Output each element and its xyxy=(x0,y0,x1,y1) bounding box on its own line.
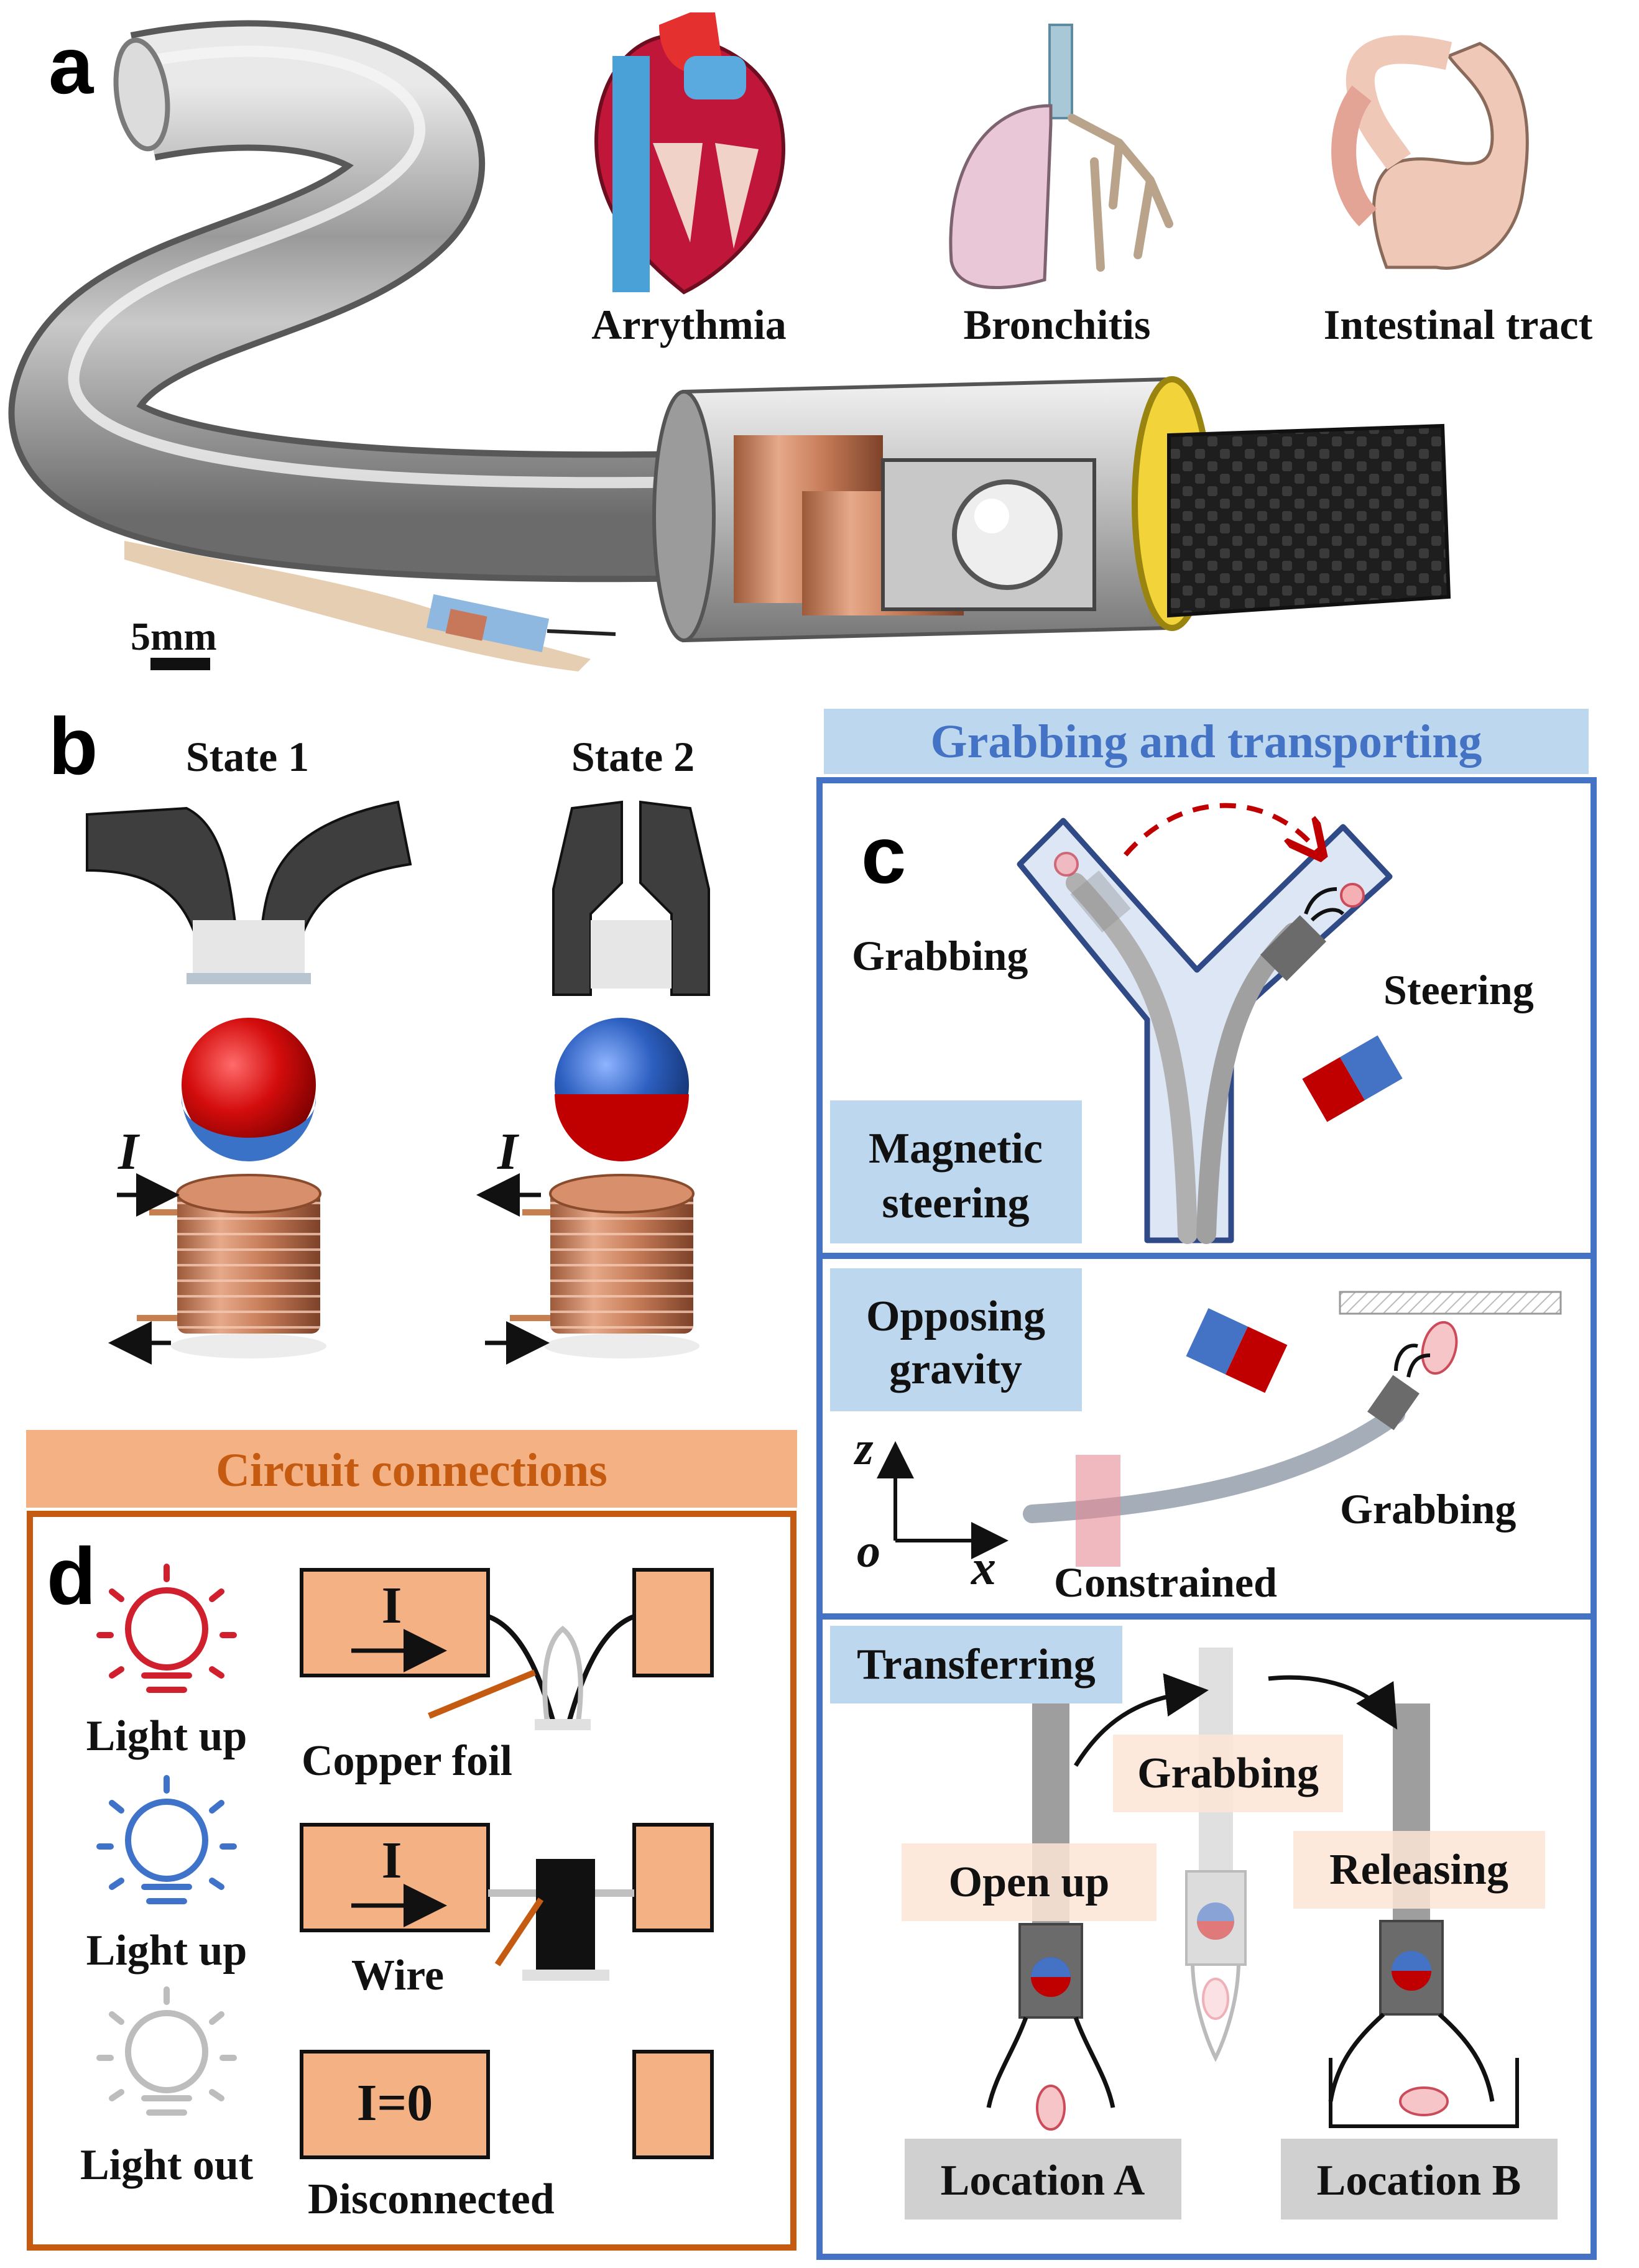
gravity-grabbing-label: Grabbing xyxy=(1340,1485,1516,1533)
axis-o-label: o xyxy=(857,1525,880,1577)
constraint-marker xyxy=(1076,1455,1120,1567)
current-label-row1: I xyxy=(382,1577,402,1634)
component-label-row1: Copper foil xyxy=(302,1737,512,1785)
catheter-tube xyxy=(8,20,698,583)
panel-d: Circuit connections d Light up I Copper … xyxy=(26,1430,797,2251)
wire-lead xyxy=(494,1897,544,1966)
organ-label-arrythmia: Arrythmia xyxy=(591,301,786,348)
magnet-sphere-state1 xyxy=(182,1018,316,1161)
axis-x-label: x xyxy=(971,1541,996,1595)
ceiling-plate xyxy=(1339,1291,1562,1315)
device-photo xyxy=(124,541,616,671)
steer-steering-label: Steering xyxy=(1383,966,1534,1013)
magnetic-sphere-a xyxy=(952,479,1063,590)
wire-block xyxy=(536,1859,595,1971)
panel-c-header-text: Grabbing and transporting xyxy=(931,716,1482,768)
bulb-grey-icon xyxy=(96,1986,237,2116)
coil-state1 xyxy=(137,1174,326,1358)
opposing-gravity-line1: Opposing xyxy=(866,1293,1045,1340)
panel-label-d: d xyxy=(47,1531,96,1621)
gripper-closed xyxy=(552,800,710,996)
bulb-red-icon xyxy=(96,1564,237,1693)
current-label-state2: I xyxy=(497,1123,520,1181)
organ-label-intestinal-tract: Intestinal tract xyxy=(1324,301,1593,348)
opposing-gravity-line2: gravity xyxy=(889,1345,1022,1393)
bulb-label-row3: Light out xyxy=(80,2141,253,2189)
location-a-box xyxy=(905,2139,1181,2220)
transfer-grabbing-label: Grabbing xyxy=(1137,1749,1319,1797)
panel-a: a 5m xyxy=(0,0,1639,684)
state2-label: State 2 xyxy=(571,733,695,780)
organ-label-bronchitis: Bronchitis xyxy=(963,301,1150,348)
transferring-tag xyxy=(830,1626,1122,1703)
magnetic-steering-tag xyxy=(830,1100,1082,1243)
axis-z-label: z xyxy=(853,1422,874,1475)
heart-icon xyxy=(594,12,786,295)
panel-c-header xyxy=(824,709,1589,774)
opposing-gravity-tag xyxy=(830,1268,1082,1411)
current-label-state1: I xyxy=(118,1123,141,1181)
fabric-gripper-arms xyxy=(1167,423,1451,618)
panel-d-header xyxy=(26,1430,797,1508)
steer-grabbing-label: Grabbing xyxy=(852,932,1028,979)
bulb-label-row1: Light up xyxy=(86,1712,247,1760)
panel-c: Grabbing and transporting c Grabbing Ste… xyxy=(816,709,1597,2260)
steering-box: c Grabbing Steering Magnetic steering xyxy=(816,777,1597,1259)
gravity-box: Opposing gravity z o x Grabbing Constrai… xyxy=(816,1253,1597,1620)
location-b-box xyxy=(1281,2139,1558,2220)
gripper-capsule xyxy=(652,376,1451,643)
scale-bar-label: 5mm xyxy=(131,614,217,658)
coil-state2 xyxy=(510,1174,699,1358)
panel-label-c: c xyxy=(861,809,906,900)
current-label-row2: I xyxy=(382,1832,402,1889)
current-label-row3: I=0 xyxy=(357,2074,433,2132)
magnet-block-2 xyxy=(1186,1308,1288,1393)
magnet-sphere-state2 xyxy=(555,1018,689,1161)
panel-label-b: b xyxy=(48,701,98,791)
component-label-row2: Wire xyxy=(351,1952,444,1999)
transfer-box: Transferring xyxy=(816,1613,1597,2260)
magnetic-steering-line1: Magnetic xyxy=(869,1125,1043,1173)
panel-b: b State 1 State 2 xyxy=(48,701,710,1365)
location-b-label: Location B xyxy=(1317,2157,1521,2205)
copper-foil-lead xyxy=(428,1669,536,1719)
open-up-label: Open up xyxy=(949,1858,1110,1906)
bulb-blue-icon xyxy=(96,1775,237,1904)
transfer-arrow-1 xyxy=(1074,1673,1209,1767)
component-label-row3: Disconnected xyxy=(308,2175,555,2223)
panel-label-a: a xyxy=(48,20,95,111)
releasing-label: Releasing xyxy=(1329,1846,1508,1894)
location-a-label: Location A xyxy=(941,2157,1145,2205)
panel-d-header-text: Circuit connections xyxy=(216,1444,607,1496)
bulb-label-row2: Light up xyxy=(86,1927,247,1975)
transferring-label: Transferring xyxy=(857,1641,1096,1689)
gripper-open xyxy=(86,800,412,984)
magnet-block-1 xyxy=(1302,1035,1403,1122)
constrained-label: Constrained xyxy=(1054,1559,1277,1606)
transfer-arrow-2 xyxy=(1268,1675,1398,1730)
grab-trajectory-arrow xyxy=(1123,803,1318,855)
state1-label: State 1 xyxy=(186,733,309,780)
scale-bar: 5mm xyxy=(131,614,217,670)
intestine-icon xyxy=(1331,35,1529,270)
lungs-icon xyxy=(949,24,1173,289)
magnetic-steering-line2: steering xyxy=(882,1179,1029,1227)
